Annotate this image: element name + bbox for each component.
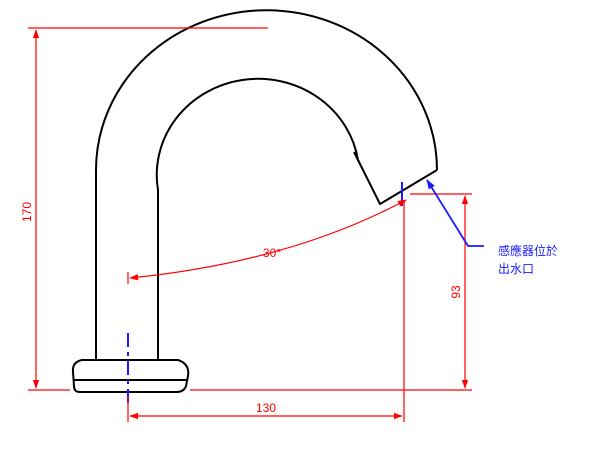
- dimension-label-height-total: 170: [20, 202, 34, 222]
- dimension-label-reach: 130: [256, 401, 276, 415]
- annotation-line-1: 感應器位於: [498, 243, 558, 258]
- dimension-reach: 130: [127, 200, 405, 422]
- spout-outlet-face: [357, 159, 438, 205]
- base-flange: [71, 359, 190, 393]
- annotation-line-2: 出水口: [498, 262, 534, 276]
- faucet-outer-contour: [95, 9, 438, 360]
- dimension-angle: 30°: [127, 199, 407, 284]
- annotation-leader: [426, 179, 484, 247]
- dimension-outlet-height: 93: [190, 193, 472, 391]
- sensor-annotation: 感應器位於 出水口: [426, 179, 558, 276]
- sensor-mark: [353, 151, 361, 165]
- faucet-inner-contour: [155, 77, 359, 360]
- dimension-height-total: 170: [20, 27, 268, 391]
- angle-arc: [129, 199, 407, 281]
- faucet-body: [71, 9, 438, 393]
- dimension-label-angle: 30°: [263, 246, 281, 260]
- dimension-label-outlet-height: 93: [449, 285, 463, 299]
